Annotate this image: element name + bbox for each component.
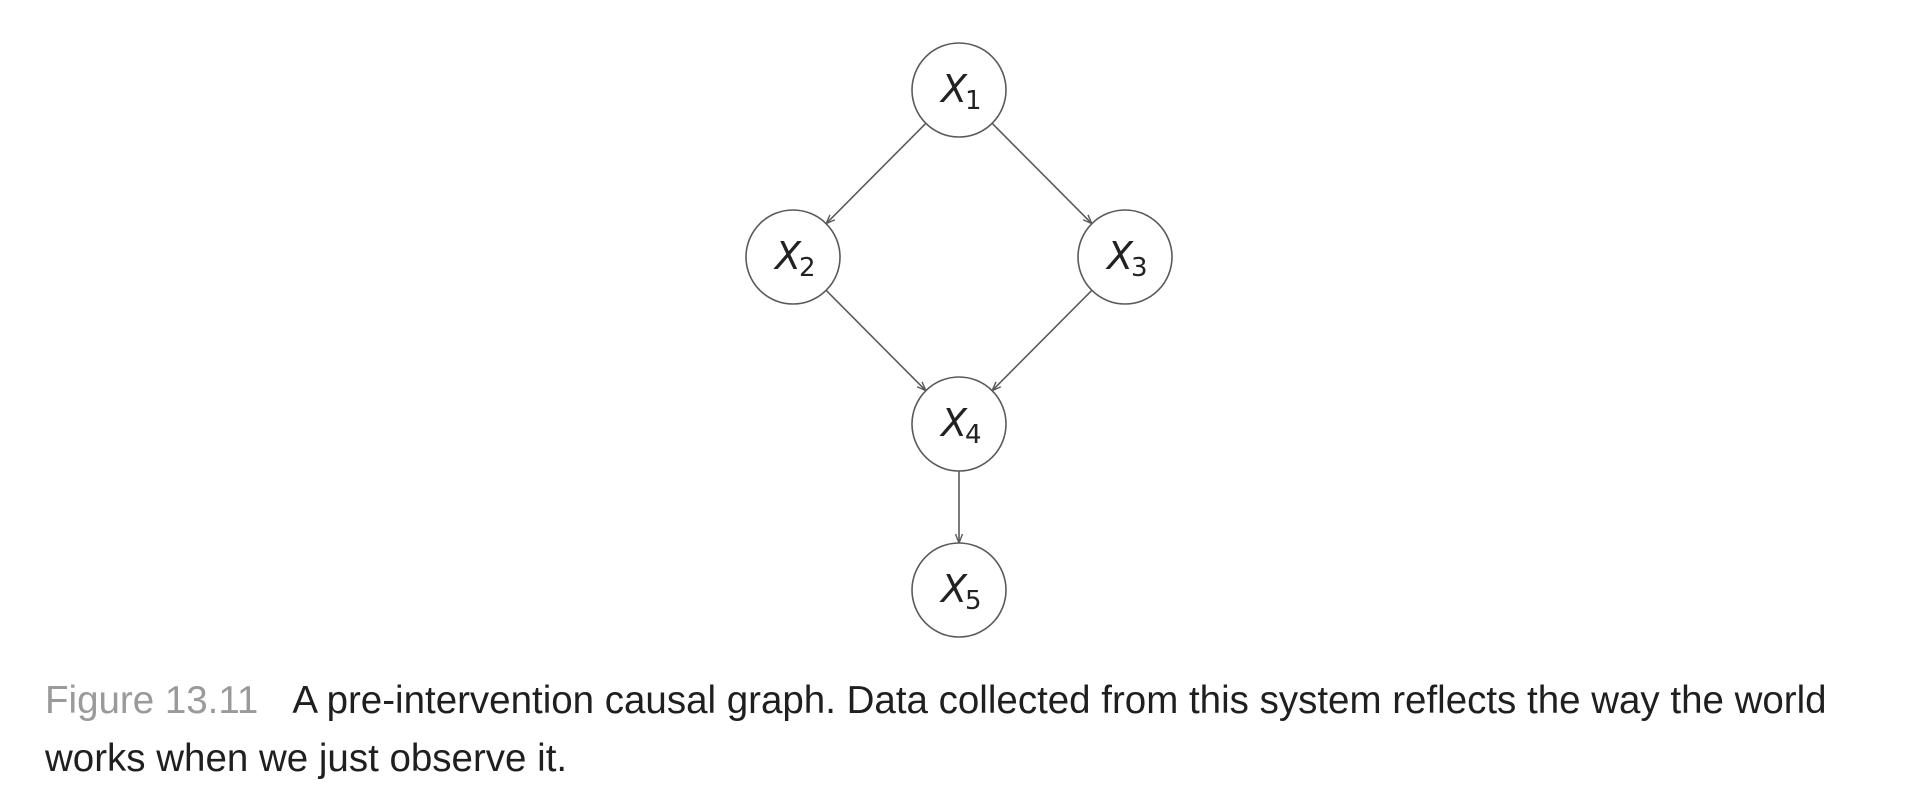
node-circle — [911, 42, 1007, 138]
node-subscript: 5 — [965, 586, 982, 616]
node-x4: X4 — [911, 376, 1007, 472]
node-circle — [745, 209, 841, 305]
caption-text: A pre-intervention causal graph. Data co… — [45, 679, 1827, 780]
node-subscript: 3 — [1131, 253, 1148, 283]
node-circle — [911, 542, 1007, 638]
node-label: X — [1105, 234, 1134, 278]
node-subscript: 4 — [965, 420, 982, 450]
edge-x1-to-x3 — [991, 122, 1092, 223]
node-label: X — [773, 234, 802, 278]
node-label: X — [939, 401, 968, 445]
node-x5: X5 — [911, 542, 1007, 638]
node-circle — [1077, 209, 1173, 305]
node-x3: X3 — [1077, 209, 1173, 305]
edge-x1-to-x2 — [826, 122, 927, 223]
node-subscript: 1 — [965, 86, 982, 116]
edges-layer — [825, 122, 1093, 543]
figure-number: Figure 13.11 — [45, 679, 259, 722]
node-subscript: 2 — [799, 253, 816, 283]
node-label: X — [939, 567, 968, 611]
edge-x2-to-x4 — [825, 289, 926, 390]
node-label: X — [939, 67, 968, 111]
node-x1: X1 — [911, 42, 1007, 138]
node-x2: X2 — [745, 209, 841, 305]
edge-x3-to-x4 — [992, 289, 1093, 390]
node-circle — [911, 376, 1007, 472]
